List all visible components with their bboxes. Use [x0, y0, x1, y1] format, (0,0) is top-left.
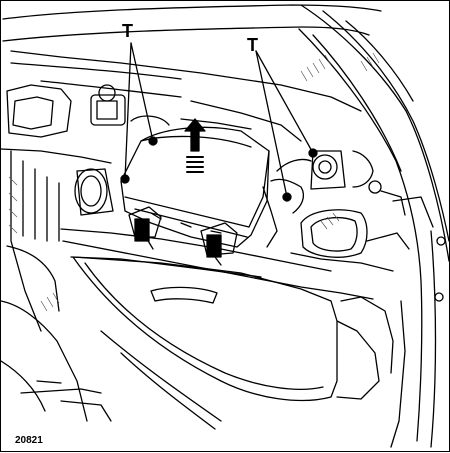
dashboard-top	[10, 50, 362, 142]
left-air-vent	[74, 168, 114, 216]
reference-number: 20821	[15, 435, 43, 446]
left-console	[1, 84, 170, 422]
right-duct	[300, 209, 368, 258]
kick-panel	[20, 230, 446, 448]
callout-label-right: T	[247, 35, 258, 55]
lower-dashboard	[60, 196, 434, 300]
hatch-shading	[8, 52, 380, 312]
glovebox-lid	[72, 256, 394, 402]
callout-label-left: T	[122, 21, 133, 41]
mounting-brackets	[128, 206, 238, 266]
callout-leaders	[120, 42, 318, 202]
arrow-up-icon	[184, 118, 206, 173]
right-components	[262, 150, 406, 248]
windscreen-frame	[2, 4, 450, 442]
